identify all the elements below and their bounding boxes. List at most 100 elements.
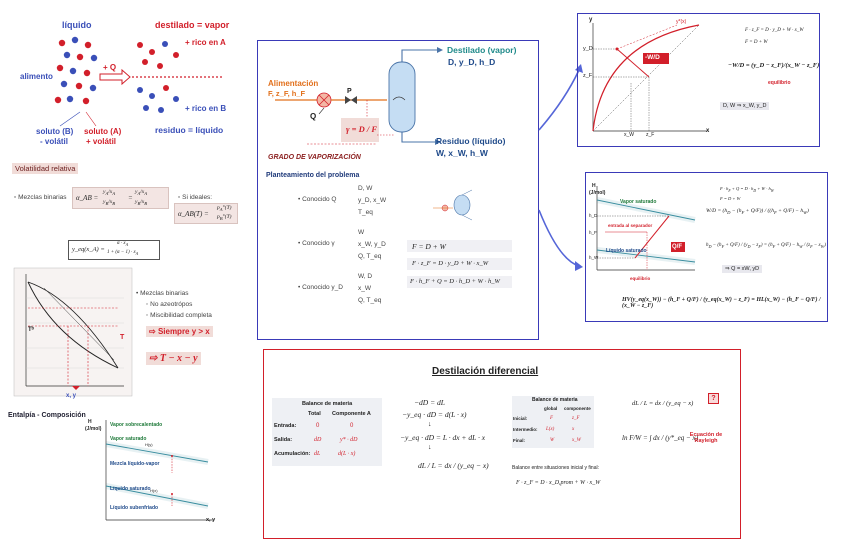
gamma-label: γ = D / F [346, 124, 378, 134]
ychart-zf: z_F [583, 73, 593, 79]
eq-entre: F · z_F = D · x_D,prom + W · x_W [516, 480, 601, 486]
conocido-g-text: Conocido γ [302, 240, 335, 247]
entalpia-label: Entalpía - Composición [8, 412, 86, 419]
res-vars-label: W, x_W, h_W [436, 148, 488, 158]
ychart-wd: -W/D [645, 54, 660, 61]
ychart-yd: y_D [583, 46, 593, 52]
vapor-molecules [137, 41, 179, 69]
liquid-molecules [137, 85, 179, 113]
bm-r2-label: Salida: [274, 437, 293, 443]
list-hd-2: x_W [358, 285, 371, 292]
siempre-label: ⇨ Siempre y > x [146, 326, 213, 337]
hchart-unit: (J/mol) [589, 190, 606, 196]
liq-sub-label: Líquido subenfriado [110, 505, 159, 511]
conocido-hd-text: Conocido y_D [302, 284, 343, 291]
bm-r3-label: Acumulación: [274, 451, 311, 457]
list-q-3: T_eq [358, 209, 373, 216]
residuo-label: residuo = líquido [155, 125, 224, 135]
liquido-label: líquido [62, 20, 92, 30]
eq-c: −y_eq · dD = L · dx + dL · x [400, 433, 486, 442]
txy-text: T − x − y [159, 353, 198, 364]
bm-r2-total: dD [314, 437, 322, 443]
help-icon[interactable]: ? [708, 393, 719, 404]
menos-volatil-label: - volátil [40, 137, 69, 146]
mezcla-label: Mezcla líquido-vapor [110, 461, 160, 467]
txy-plot [13, 267, 133, 397]
hchart-hv: h_D [589, 213, 598, 218]
bm2-r1-label: Inicial: [513, 416, 528, 421]
bm-col-total: Total [308, 411, 321, 417]
hchart-hw: h_W [589, 255, 599, 260]
entre-label: Balance entre situaciones inicial y fina… [512, 465, 599, 471]
p-label: P [347, 88, 352, 95]
bm2-col-global: global [544, 406, 558, 411]
ychart-zf-x: z_F [646, 132, 655, 138]
yeq-label: y_eq(x_A) = [72, 246, 105, 253]
bm-col-comp: Componente A [332, 411, 371, 417]
txy-label: ⇨ T − x − y [146, 352, 201, 365]
bm2-r3-g: W [550, 438, 555, 443]
txy-bullet-1: • Mezclas binarias [136, 290, 189, 297]
conocido-g: • Conocido γ [298, 240, 335, 247]
conocido-q-text: Conocido Q [302, 196, 337, 203]
bm2-r3-c: x_W [572, 438, 581, 443]
grado-label: GRADO DE VAPORIZACIÓN [268, 154, 361, 161]
hxy-small-chart [105, 420, 214, 521]
ychart-eq2: F = D + W [745, 40, 768, 45]
bm-r1-comp: 0 [350, 423, 354, 429]
si-ideales-text: Si ideales: [182, 194, 213, 201]
flash-panel [257, 40, 539, 340]
rayleigh-label: Ecuación de Rayleigh [689, 432, 723, 444]
list-q-1: D, W [358, 185, 373, 192]
destilado-label: destilado = vapor [155, 20, 230, 30]
eq3: F · h_F + Q = D · h_D + W · h_W [410, 278, 500, 285]
diferencial-title: Destilación diferencial [432, 366, 539, 377]
hxy-axis-h: H [88, 419, 92, 425]
txy-bullet-3-text: Miscibilidad completa [150, 312, 212, 319]
yeq-formula: y_eq(x_A) = α · xA 1 + (α − 1) · xA [68, 240, 160, 260]
hchart-bottom: HV(y_eq(x_W)) − (h_F + Q/F) / (y_eq(x_W)… [622, 297, 821, 309]
mezclas-binarias-label: ▫ Mezclas binarias [14, 194, 67, 201]
eq-b: −y_eq · dD = d(L · x) [402, 410, 467, 419]
hchart-q-known: ⇒ Q = xW, yD [722, 265, 763, 273]
arrow-down-2: ↓ [428, 444, 432, 451]
bm-r3-comp: d(L · x) [338, 451, 356, 457]
bm2-r3-label: Final: [513, 438, 525, 443]
bm-r1-label: Entrada: [274, 423, 297, 429]
txy-tb-label: Tᵇ [28, 327, 35, 333]
alimento-label: alimento [20, 72, 53, 81]
hxy-xaxis-label: x, y [206, 517, 216, 523]
hchart-equilibrio: equilibrio [630, 276, 651, 281]
conocido-hd: • Conocido y_D [298, 284, 343, 291]
txy-t-label: T [120, 334, 125, 341]
bm2-title: Balance de materia [532, 397, 578, 403]
q-label: + Q [103, 63, 117, 72]
destilado-flash-label: Destilado (vapor) [447, 45, 517, 55]
alpha-ab-label: α_AB = [76, 194, 99, 202]
txy-bullet-3: ◦ Miscibilidad completa [146, 312, 212, 319]
bm2-table: Balance de materia global componente Ini… [512, 396, 594, 448]
vapor-sat-label: Vapor saturado [110, 436, 147, 442]
rico-a-label: + rico en A [185, 38, 226, 47]
txy-bullet-2-text: No azeotrópos [150, 301, 193, 308]
arrow-down-1: ↓ [428, 421, 432, 428]
mas-volatil-label: + volátil [86, 137, 117, 146]
rico-b-label: + rico en B [185, 104, 227, 113]
list-hd-1: W, D [358, 273, 373, 280]
hchart-entrada: entrada al separador [608, 223, 653, 228]
ychart-yeq: y*(x) [676, 19, 687, 25]
alimentacion-label: Alimentación [268, 79, 319, 88]
bm2-col-comp: componente [564, 406, 591, 411]
list-g-3: Q, T_eq [358, 253, 382, 260]
list-g-1: W [358, 229, 365, 236]
soluto-a-label: soluto (A) [84, 127, 122, 136]
hchart-qf: Q/F [672, 244, 682, 250]
bm2-r1-c: z_F [572, 416, 580, 421]
q-flash-label: Q [310, 112, 317, 121]
ychart-equilibrio: equilibrio [768, 80, 791, 86]
hchart-hf: h_F [589, 230, 597, 235]
ychart-x: x [706, 128, 710, 134]
hxy-axis-unit: (J/mol) [85, 426, 102, 432]
flow-arrows [538, 64, 583, 271]
